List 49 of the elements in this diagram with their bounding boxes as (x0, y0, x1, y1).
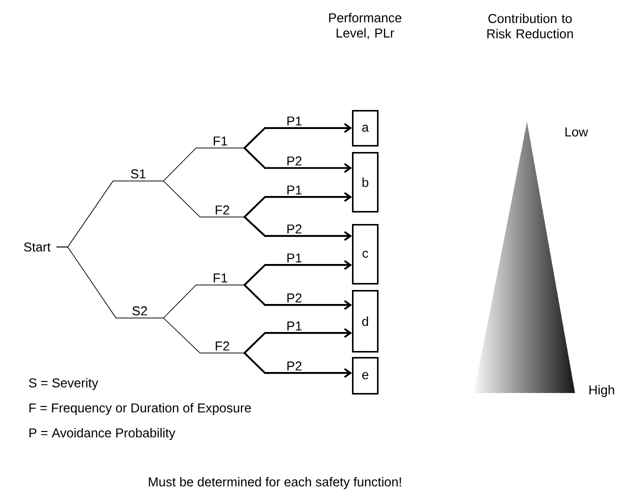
branch-label: P1 (287, 186, 302, 194)
start-label: Start (24, 242, 51, 252)
scale-label: High (589, 385, 614, 397)
legend-text: F = Frequency or Duration of Exposure (29, 403, 251, 415)
branch-line (264, 123, 352, 133)
level-box: e (352, 357, 379, 395)
branch-line (244, 352, 266, 374)
branch-line (163, 180, 200, 218)
branch-label: F1 (196, 274, 245, 286)
branch-line (264, 231, 352, 241)
header: Performance Level, PLr (329, 12, 402, 40)
branch-line (244, 196, 266, 218)
branch-label: P1 (287, 116, 302, 126)
branch-label: P1 (287, 322, 302, 330)
branch-line (264, 368, 352, 378)
branch-label: S1 (112, 169, 164, 182)
note: Must be determined for each safety function! (148, 477, 401, 489)
branch-label: P2 (287, 293, 302, 302)
branch-line (244, 147, 266, 169)
branch-label: P2 (287, 361, 302, 370)
legend-text: S = Severity (29, 378, 98, 390)
branch-label: P1 (287, 254, 302, 262)
header: Contribution to Risk Reduction (487, 14, 573, 38)
branch-label: P2 (287, 156, 302, 166)
branch-line (244, 264, 266, 286)
branch-line (56, 246, 116, 318)
branch-label: P2 (287, 224, 302, 234)
branch-line (244, 216, 266, 237)
level-box: b (352, 152, 379, 213)
legend-text: P = Avoidance Probability (29, 428, 176, 440)
branch-line (163, 148, 196, 182)
branch-line (163, 318, 200, 354)
branch-line (264, 163, 352, 173)
branch-line (264, 260, 352, 270)
branch-line (264, 192, 352, 202)
level-box: c (352, 224, 379, 285)
branch-label: F2 (200, 205, 245, 218)
branch-line (244, 284, 266, 306)
branch-line (244, 332, 266, 354)
branch-line (163, 284, 196, 318)
level-box: d (352, 290, 379, 353)
branch-label: F2 (200, 341, 245, 354)
level-box: a (352, 110, 379, 147)
branch-label: S2 (116, 306, 164, 318)
branch-label: F1 (196, 136, 245, 148)
branch-line (244, 127, 266, 149)
branch-line (264, 328, 352, 338)
branch-line (264, 300, 352, 310)
scale-label: Low (565, 128, 588, 136)
